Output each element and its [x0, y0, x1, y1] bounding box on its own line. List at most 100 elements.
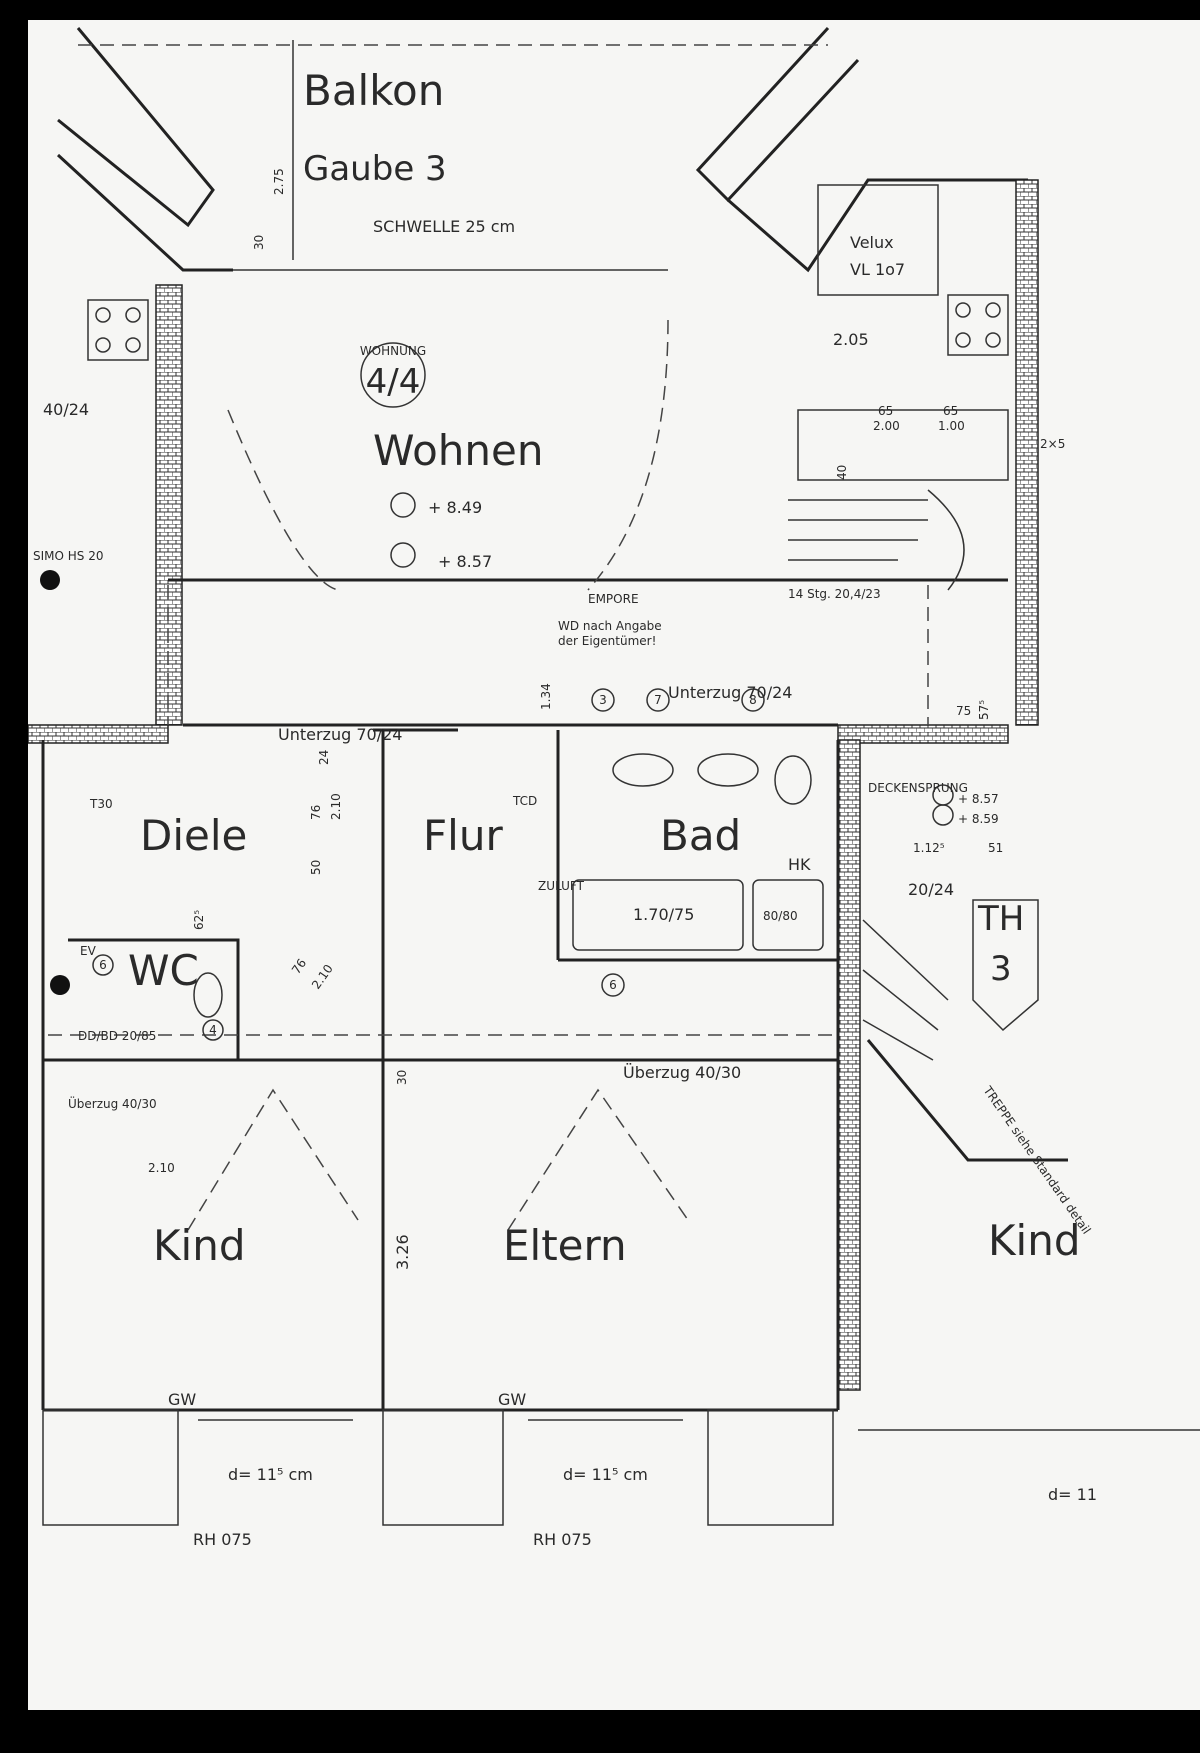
level-marker-1 [390, 492, 416, 518]
note-uberzug-left: Überzug 40/30 [68, 1095, 157, 1111]
wall-right-upper [1015, 179, 1039, 726]
dim-625: 62⁵ [192, 910, 206, 930]
level-l3: + 8.57 [958, 792, 999, 806]
stove-left [87, 299, 149, 361]
marker-4: 4 [209, 1023, 217, 1037]
dim-100: 1.00 [938, 419, 965, 433]
stairs-th [862, 919, 1068, 1162]
balcony-dormer [56, 26, 1028, 273]
note-hk: HK [788, 855, 811, 874]
floor-plan-drawing: WOHNUNG 4/4 Balkon Gaube 3 Wohnen Diele … [28, 26, 1200, 1549]
room-label-bad: Bad [660, 811, 741, 860]
note-wd-1: WD nach Angabe [558, 619, 662, 633]
wall-left-upper [155, 284, 183, 726]
dim-575: 57⁵ [977, 700, 991, 720]
stove-right [947, 294, 1009, 356]
marker-8: 8 [749, 693, 757, 707]
level-l1: + 8.49 [428, 498, 482, 517]
level-l4: + 8.59 [958, 812, 999, 826]
toilet-wc [193, 972, 223, 1018]
note-rh-mid: RH 075 [533, 1530, 592, 1549]
room-label-wohnen: Wohnen [373, 426, 543, 475]
dim-210a: 2.10 [329, 793, 343, 820]
stairs-upper [788, 489, 965, 591]
marker-7: 7 [654, 693, 662, 707]
dim-24: 24 [317, 750, 331, 765]
note-uberzug-mid: Überzug 40/30 [623, 1063, 741, 1082]
room-label-kind-left: Kind [153, 1221, 246, 1270]
dim-210b: 2.10 [309, 962, 336, 992]
note-zuluft: ZULUFT [538, 879, 585, 893]
bathtub [572, 879, 744, 951]
eltern-roof-lines [507, 1088, 689, 1231]
note-wd-2: der Eigentümer! [558, 634, 656, 648]
level-marker-4 [932, 804, 954, 826]
dim-shower: 80/80 [763, 909, 798, 923]
note-rh-left: RH 075 [193, 1530, 252, 1549]
room-label-balkon: Balkon [303, 66, 444, 115]
note-empore: EMPORE [588, 592, 639, 606]
marker-3: 3 [599, 693, 607, 707]
dim-1-125: 1.12⁵ [913, 841, 945, 855]
note-gw-left: GW [168, 1390, 196, 1409]
floor-plan-sheet: WOHNUNG 4/4 Balkon Gaube 3 Wohnen Diele … [28, 20, 1200, 1710]
wash-basin-1 [612, 753, 674, 787]
room-label-kind-right: Kind [988, 1216, 1081, 1265]
dim-4024: 40/24 [43, 400, 89, 419]
wohnen-curve [227, 319, 669, 591]
note-velux-2: VL 1o7 [850, 260, 905, 279]
apartment-stamp [360, 342, 426, 408]
note-gw-mid: GW [498, 1390, 526, 1409]
note-schwelle: SCHWELLE 25 cm [373, 217, 515, 236]
lower-windows [42, 1409, 1200, 1526]
marker-6b: 6 [99, 958, 107, 972]
dim-76a: 76 [309, 805, 323, 820]
note-t30: T30 [89, 797, 113, 811]
dim-76b: 76 [289, 956, 309, 977]
note-d-right: d= 11 [1048, 1485, 1097, 1504]
velux-window [817, 184, 939, 296]
room-label-flur: Flur [423, 811, 503, 860]
interior-walls [41, 578, 1008, 1412]
dim-326: 3.26 [393, 1234, 412, 1270]
dim-210c: 2.10 [148, 1161, 175, 1175]
room-label-th-number: 3 [990, 949, 1012, 989]
note-ev: EV [80, 944, 97, 958]
dim-50: 50 [309, 860, 323, 875]
note-simo: SIMO HS 20 [33, 549, 104, 563]
wall-mid-horizontal [28, 724, 169, 744]
dim-65a: 65 [878, 404, 893, 418]
wash-basin-2 [697, 753, 759, 787]
level-marker-2 [390, 542, 416, 568]
kind-roof-lines [187, 1088, 359, 1231]
level-l2: + 8.57 [438, 552, 492, 571]
stamp-number: 4/4 [366, 362, 421, 402]
dim-134: 1.34 [539, 683, 553, 710]
dim-65b: 65 [943, 404, 958, 418]
note-stairs: 14 Stg. 20,4/23 [788, 587, 881, 601]
dim-30b: 30 [395, 1070, 409, 1085]
shower-tray [752, 879, 824, 951]
wall-th-top [837, 724, 1009, 744]
dim-2x: 2×5 [1040, 437, 1065, 451]
stamp-top: WOHNUNG [360, 344, 426, 358]
room-label-diele: Diele [140, 811, 247, 860]
dim-tub: 1.70/75 [633, 905, 694, 924]
note-unterzug-left: Unterzug 70/24 [278, 725, 402, 744]
note-dd-bd: DD/BD 20/85 [78, 1029, 156, 1043]
toilet-bath [774, 755, 812, 805]
pipe-dot-1 [40, 570, 60, 590]
marker-6: 6 [609, 978, 617, 992]
wall-th-left [837, 739, 861, 1391]
room-label-wc: WC [128, 946, 199, 995]
note-tcd: TCD [512, 794, 537, 808]
note-deckensprung: DECKENSPRUNG [868, 781, 968, 795]
dim-40: 40 [835, 465, 849, 480]
pipe-dot-2 [50, 975, 70, 995]
note-unterzug-right: Unterzug 70/24 [668, 683, 792, 702]
dim-51: 51 [988, 841, 1003, 855]
note-d-mid: d= 11⁵ cm [563, 1465, 648, 1484]
room-label-eltern: Eltern [503, 1221, 627, 1270]
note-d-left: d= 11⁵ cm [228, 1465, 313, 1484]
dim-20-24: 20/24 [908, 880, 954, 899]
